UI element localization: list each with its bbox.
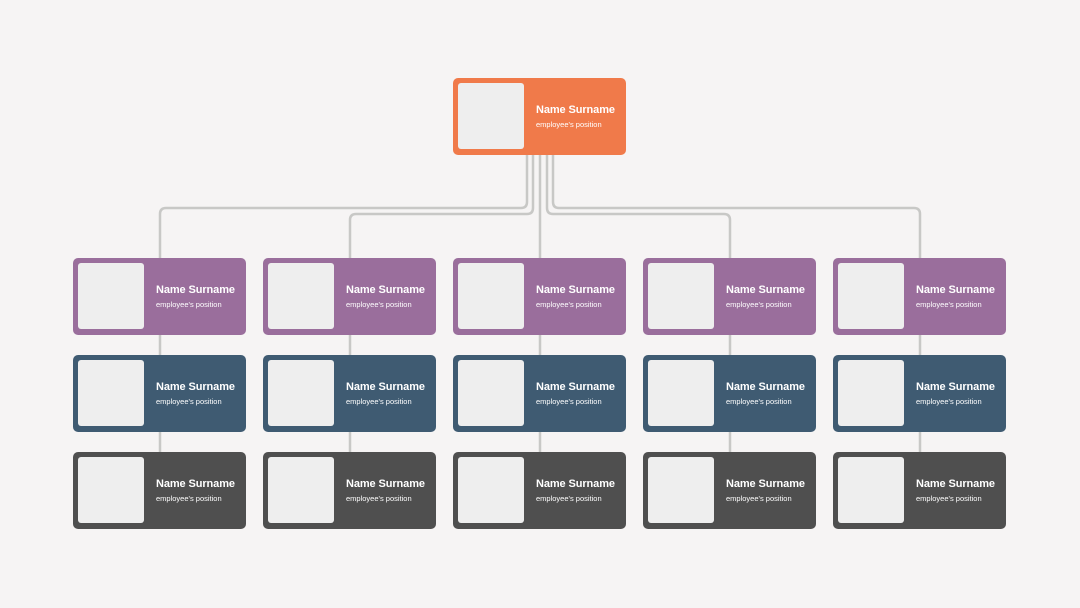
col5-level3-card[interactable]: Name Surname employee's position	[833, 452, 1006, 529]
employee-position: employee's position	[346, 397, 412, 406]
col3-level1-card[interactable]: Name Surname employee's position	[453, 258, 626, 335]
employee-position: employee's position	[536, 397, 602, 406]
col4-level3-card[interactable]: Name Surname employee's position	[643, 452, 816, 529]
photo-placeholder	[458, 360, 524, 426]
root-employee-card[interactable]: Name Surname employee's position	[453, 78, 626, 155]
employee-position: employee's position	[916, 397, 982, 406]
col1-level2-card[interactable]: Name Surname employee's position	[73, 355, 246, 432]
employee-name: Name Surname	[156, 381, 235, 393]
photo-placeholder	[78, 457, 144, 523]
col2-level3-card[interactable]: Name Surname employee's position	[263, 452, 436, 529]
employee-position: employee's position	[726, 300, 792, 309]
employee-name: Name Surname	[916, 478, 995, 490]
employee-position: employee's position	[346, 300, 412, 309]
employee-position: employee's position	[156, 494, 222, 503]
employee-name: Name Surname	[536, 478, 615, 490]
employee-name: Name Surname	[916, 381, 995, 393]
col4-level1-card[interactable]: Name Surname employee's position	[643, 258, 816, 335]
col2-level2-card[interactable]: Name Surname employee's position	[263, 355, 436, 432]
col5-level1-card[interactable]: Name Surname employee's position	[833, 258, 1006, 335]
col3-level2-card[interactable]: Name Surname employee's position	[453, 355, 626, 432]
employee-position: employee's position	[156, 397, 222, 406]
employee-name: Name Surname	[346, 381, 425, 393]
employee-name: Name Surname	[346, 284, 425, 296]
employee-position: employee's position	[156, 300, 222, 309]
photo-placeholder	[838, 263, 904, 329]
photo-placeholder	[78, 360, 144, 426]
connector-root-to-col4	[545, 155, 732, 260]
employee-name: Name Surname	[346, 478, 425, 490]
photo-placeholder	[838, 457, 904, 523]
col3-level3-card[interactable]: Name Surname employee's position	[453, 452, 626, 529]
employee-name: Name Surname	[916, 284, 995, 296]
photo-placeholder	[268, 263, 334, 329]
photo-placeholder	[648, 263, 714, 329]
employee-position: employee's position	[536, 494, 602, 503]
employee-name: Name Surname	[536, 104, 615, 116]
employee-position: employee's position	[726, 494, 792, 503]
photo-placeholder	[78, 263, 144, 329]
col1-level1-card[interactable]: Name Surname employee's position	[73, 258, 246, 335]
employee-name: Name Surname	[726, 381, 805, 393]
connector-root-to-col2	[348, 155, 535, 260]
photo-placeholder	[458, 457, 524, 523]
photo-placeholder	[268, 360, 334, 426]
photo-placeholder	[268, 457, 334, 523]
employee-name: Name Surname	[726, 284, 805, 296]
col2-level1-card[interactable]: Name Surname employee's position	[263, 258, 436, 335]
photo-placeholder	[838, 360, 904, 426]
col5-level2-card[interactable]: Name Surname employee's position	[833, 355, 1006, 432]
employee-name: Name Surname	[536, 284, 615, 296]
employee-position: employee's position	[536, 120, 602, 129]
connector-root-to-col5	[551, 155, 922, 260]
employee-name: Name Surname	[536, 381, 615, 393]
employee-position: employee's position	[916, 300, 982, 309]
employee-position: employee's position	[536, 300, 602, 309]
col4-level2-card[interactable]: Name Surname employee's position	[643, 355, 816, 432]
employee-name: Name Surname	[156, 284, 235, 296]
employee-position: employee's position	[726, 397, 792, 406]
employee-name: Name Surname	[156, 478, 235, 490]
employee-position: employee's position	[916, 494, 982, 503]
employee-name: Name Surname	[726, 478, 805, 490]
employee-position: employee's position	[346, 494, 412, 503]
photo-placeholder	[458, 263, 524, 329]
connector-root-to-col1	[158, 155, 529, 260]
photo-placeholder	[648, 457, 714, 523]
photo-placeholder	[458, 83, 524, 149]
col1-level3-card[interactable]: Name Surname employee's position	[73, 452, 246, 529]
photo-placeholder	[648, 360, 714, 426]
